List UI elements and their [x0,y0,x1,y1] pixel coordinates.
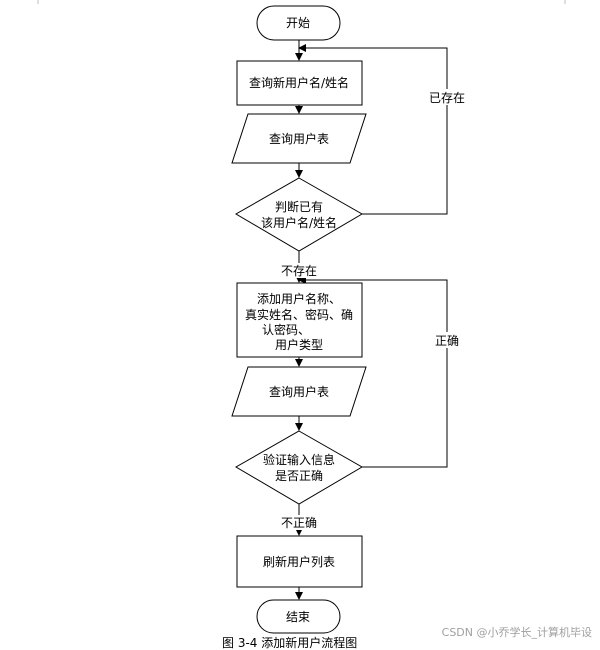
node-verify-input: 验证输入信息 是否正确 [235,430,363,505]
edge-label-correct: 正确 [435,334,459,348]
node-query-table-2: 查询用户表 [231,366,367,417]
node-verify-line-1: 验证输入信息 [263,452,335,467]
edge-label-exists: 已存在 [429,91,465,105]
edge-exists-loop [298,44,448,215]
node-judge-exists: 判断已有 该用户名/姓名 [235,177,363,252]
node-add-line-1: 添加用户名称、 [257,291,341,306]
node-query-name-label: 查询新用户名/姓名 [249,75,349,90]
edge-correct-loop [298,276,448,468]
node-add-user: 添加用户名称、 真实姓名、密码、确 认密码、 用户类型 [236,282,363,358]
edges [295,40,448,600]
node-judge-line-2: 该用户名/姓名 [261,215,337,230]
node-refresh-list-label: 刷新用户列表 [263,554,335,569]
node-add-line-4: 用户类型 [275,337,323,352]
edge-label-not-exists: 不存在 [281,264,317,278]
edge-label-not-correct: 不正确 [281,516,317,530]
node-end: 结束 [256,599,341,634]
node-start: 开始 [256,5,341,41]
node-end-label: 结束 [286,610,310,624]
node-verify-line-2: 是否正确 [275,469,323,483]
node-judge-line-1: 判断已有 [275,199,323,214]
figure-caption: 图 3-4 添加新用户流程图 [222,636,358,650]
node-query-table-1: 查询用户表 [231,113,367,164]
watermark: CSDN @小乔学长_计算机毕设 [441,626,592,639]
node-add-line-3: 认密码、 [262,322,310,337]
node-start-label: 开始 [286,16,310,30]
node-query-table-1-label: 查询用户表 [269,131,329,146]
node-query-name: 查询新用户名/姓名 [236,60,363,106]
node-add-line-2: 真实姓名、密码、确 [245,307,353,322]
node-refresh-list: 刷新用户列表 [236,535,363,588]
page-corner-marks [37,0,566,4]
node-query-table-2-label: 查询用户表 [269,384,329,399]
